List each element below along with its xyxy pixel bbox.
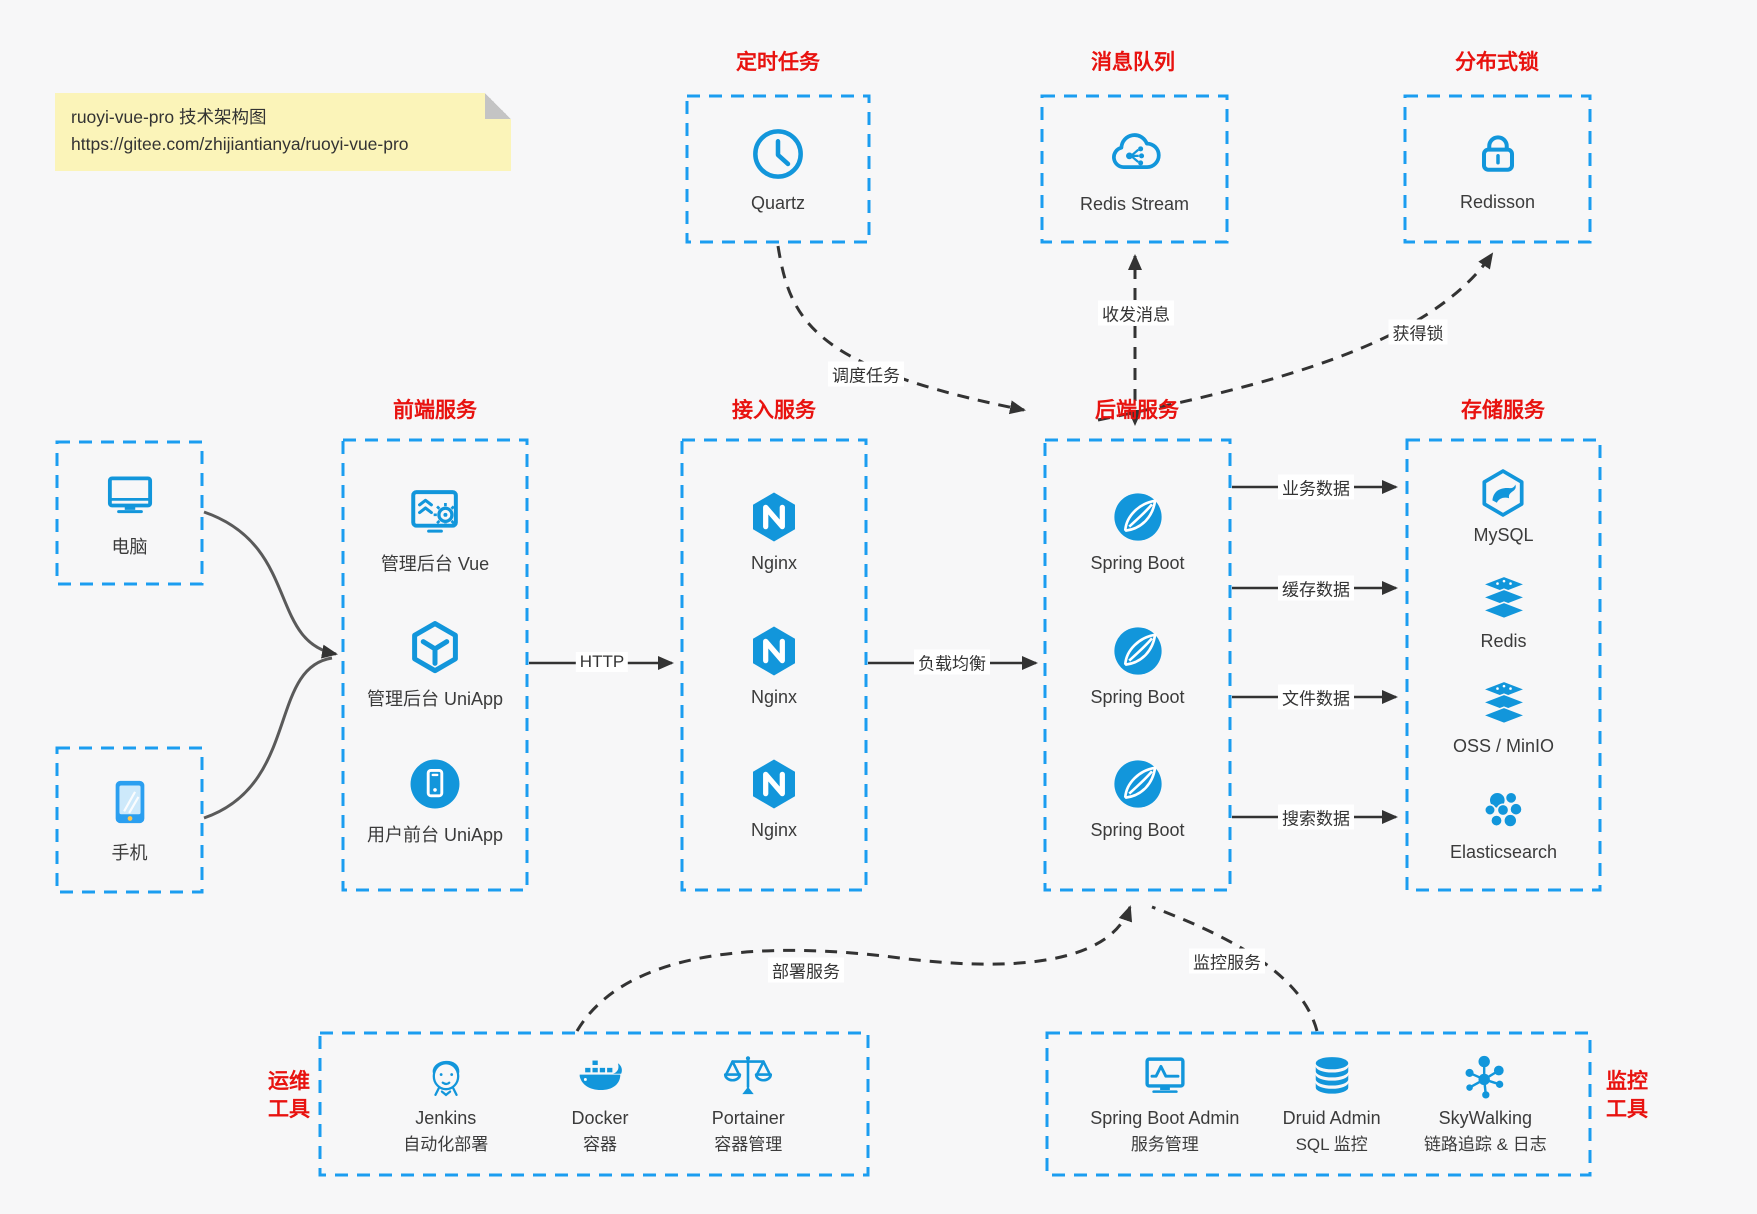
node-skywalking: SkyWalking 链路追踪 & 日志 [1424,1051,1547,1156]
node-user-uniapp: 用户前台 UniApp [367,755,503,847]
node-pc: 电脑 [57,442,202,584]
group-label-storage: 存储服务 [1461,399,1545,422]
monitor-pulse-icon [1139,1051,1191,1103]
column-gateway: Nginx Nginx Nginx [682,440,866,890]
redis-stack-icon [1478,573,1530,625]
group-label-monitoring: 监控 工具 [1606,1070,1648,1122]
edge-label-search-data: 搜索数据 [1278,804,1354,830]
group-label-ops: 运维 工具 [268,1070,310,1122]
node-nginx-3: Nginx [746,756,802,841]
column-storage: MySQL Redis OSS / MinIO Elasticsearch [1407,440,1600,890]
node-druid-admin: Druid Admin SQL 监控 [1283,1051,1381,1156]
node-oss-minio: OSS / MinIO [1453,678,1554,757]
edge-label-deploy: 部署服务 [768,957,844,983]
node-label: Quartz [750,192,806,213]
clock-icon [749,125,807,183]
node-spring-boot-admin: Spring Boot Admin 服务管理 [1090,1051,1239,1156]
spring-boot-icon [1110,623,1166,679]
node-label: 电脑 [111,537,148,557]
node-label: Redisson [1459,191,1536,212]
note-url: https://gitee.com/zhijiantianya/ruoyi-vu… [71,134,409,155]
title-note: ruoyi-vue-pro 技术架构图 https://gitee.com/zh… [55,93,511,171]
network-nodes-icon [1459,1051,1511,1103]
note-fold-corner [485,93,511,119]
spring-boot-icon [1110,489,1166,545]
node-docker: Docker 容器 [571,1051,628,1156]
nginx-icon [746,756,802,812]
uniapp-cube-icon [406,619,464,677]
node-quartz: Quartz [687,96,869,242]
client-arrows [203,510,338,820]
node-admin-vue: 管理后台 Vue [381,484,489,576]
node-springboot-3: Spring Boot [1090,756,1185,841]
node-redisson: Redisson [1405,96,1590,242]
column-backend: Spring Boot Spring Boot Spring Boot [1045,440,1230,890]
node-redis: Redis [1478,573,1530,652]
column-frontend: 管理后台 Vue 管理后台 UniApp 用户前台 UniApp [343,440,527,890]
node-admin-uniapp: 管理后台 UniApp [367,619,503,711]
cloud-network-icon [1105,124,1165,184]
jenkins-icon [420,1051,472,1103]
node-label: Redis Stream [1079,193,1190,214]
database-cylinder-icon [1306,1051,1358,1103]
node-mysql: MySQL [1473,467,1534,546]
group-label-lock: 分布式锁 [1455,51,1539,74]
group-label-frontend: 前端服务 [393,399,477,422]
node-portainer: Portainer 容器管理 [712,1051,785,1156]
node-nginx-2: Nginx [746,623,802,708]
spring-boot-icon [1110,756,1166,812]
storage-stack-icon [1478,678,1530,730]
edge-label-message: 收发消息 [1098,300,1174,326]
edge-label-cache-data: 缓存数据 [1278,575,1354,601]
edge-label-monitor: 监控服务 [1189,948,1265,974]
group-label-gateway: 接入服务 [732,399,816,422]
group-label-scheduler: 定时任务 [736,51,820,74]
node-nginx-1: Nginx [746,489,802,574]
node-jenkins: Jenkins 自动化部署 [403,1051,488,1156]
dashed-borders [55,94,1602,1177]
node-mobile: 手机 [57,748,202,892]
box-ops-tools: Jenkins 自动化部署 Docker 容器 Portainer 容器管理 [320,1033,868,1175]
lock-icon [1470,126,1526,182]
edge-label-file-data: 文件数据 [1278,684,1354,710]
group-label-mq: 消息队列 [1091,51,1175,74]
nginx-icon [746,623,802,679]
mysql-icon [1477,467,1529,519]
note-title: ruoyi-vue-pro 技术架构图 [71,107,267,127]
docker-icon [574,1051,626,1103]
edge-label-get-lock: 获得锁 [1388,319,1448,345]
edge-label-biz-data: 业务数据 [1278,474,1354,500]
mobile-app-circle-icon [406,755,464,813]
desktop-icon [102,467,158,523]
node-springboot-2: Spring Boot [1090,623,1185,708]
node-springboot-1: Spring Boot [1090,489,1185,574]
node-label: 手机 [111,843,148,863]
elasticsearch-icon [1477,784,1529,836]
edge-label-load-balance: 负载均衡 [914,649,990,675]
nginx-icon [746,489,802,545]
edge-label-http: HTTP [575,652,629,672]
smartphone-icon [103,775,157,829]
node-redis-stream: Redis Stream [1042,96,1227,242]
edge-label-schedule: 调度任务 [828,361,904,387]
scales-icon [722,1051,774,1103]
admin-dashboard-gear-icon [406,484,464,542]
group-label-backend: 后端服务 [1095,399,1179,422]
node-elasticsearch: Elasticsearch [1450,784,1557,863]
box-monitoring-tools: Spring Boot Admin 服务管理 Druid Admin SQL 监… [1047,1033,1590,1175]
